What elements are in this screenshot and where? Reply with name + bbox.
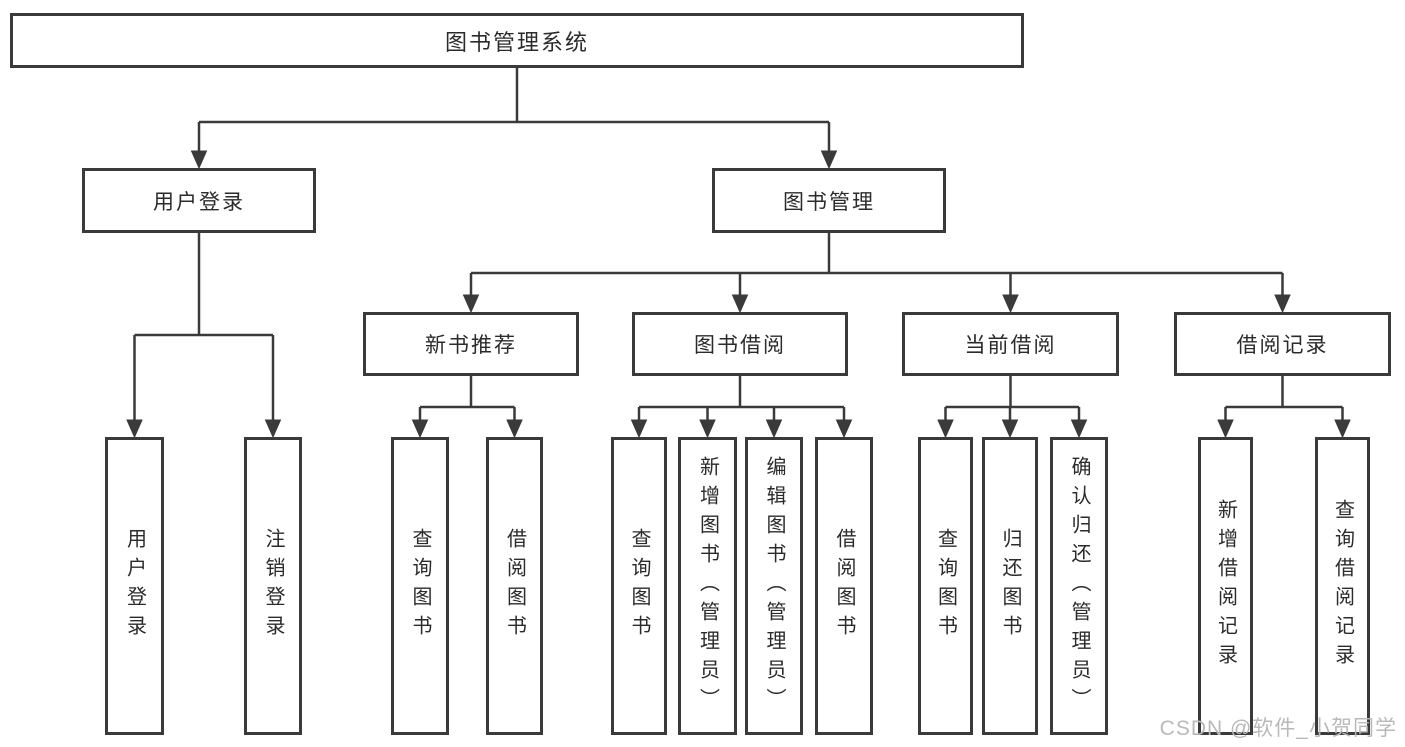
node-user-login: 用户登录: [82, 168, 316, 233]
node-user-login-label: 用户登录: [153, 190, 245, 214]
leaf-current-confirm-return-admin-label: 确认归还（管理员）: [1068, 455, 1090, 717]
leaf-user-login-label: 用户登录: [123, 528, 146, 644]
connector-book-borrowing: [630, 376, 853, 439]
leaf-logout-label: 注销登录: [262, 528, 284, 644]
connector-root: [190, 68, 838, 170]
leaf-recommend-borrow-books: 借阅图书: [486, 437, 543, 735]
leaf-current-query-books-label: 查询图书: [934, 528, 957, 644]
leaf-borrowing-query-books-label: 查询图书: [628, 528, 650, 644]
node-new-book-recommend: 新书推荐: [363, 312, 579, 376]
leaf-records-query-record-label: 查询借阅记录: [1331, 499, 1354, 673]
connector-borrowing-records: [1217, 376, 1351, 439]
node-borrowing-records-label: 借阅记录: [1236, 334, 1329, 357]
connector-book-management: [462, 233, 1291, 314]
leaf-borrowing-add-books-admin-label: 新增图书（管理员）: [696, 455, 719, 717]
node-root: 图书管理系统: [10, 13, 1024, 68]
leaf-borrowing-edit-books-admin: 编辑图书（管理员）: [745, 437, 803, 735]
leaf-borrowing-borrow-books: 借阅图书: [815, 437, 873, 735]
node-current-borrowing: 当前借阅: [902, 312, 1119, 376]
leaf-records-add-record: 新增借阅记录: [1198, 437, 1253, 735]
leaf-recommend-query-books: 查询图书: [391, 437, 449, 735]
leaf-borrowing-query-books: 查询图书: [611, 437, 667, 735]
leaf-borrowing-edit-books-admin-label: 编辑图书（管理员）: [763, 455, 785, 717]
connector-user-login: [126, 233, 282, 439]
node-borrowing-records: 借阅记录: [1174, 312, 1391, 376]
leaf-recommend-query-books-label: 查询图书: [409, 528, 431, 644]
node-book-management-label: 图书管理: [783, 190, 875, 214]
leaf-current-confirm-return-admin: 确认归还（管理员）: [1050, 437, 1108, 735]
node-root-label: 图书管理系统: [444, 29, 589, 55]
leaf-current-return-books-label: 归还图书: [999, 528, 1021, 644]
csdn-watermark: CSDN @软件_小贺同学: [1159, 717, 1397, 740]
connector-current-borrowing: [937, 376, 1088, 439]
leaf-current-return-books: 归还图书: [982, 437, 1038, 735]
leaf-recommend-borrow-books-label: 借阅图书: [503, 528, 526, 644]
node-new-book-recommend-label: 新书推荐: [425, 334, 517, 357]
leaf-user-login: 用户登录: [105, 437, 164, 735]
node-book-management: 图书管理: [712, 168, 946, 233]
node-book-borrowing-label: 图书借阅: [694, 334, 786, 357]
leaf-records-query-record: 查询借阅记录: [1315, 437, 1370, 735]
node-book-borrowing: 图书借阅: [632, 312, 848, 376]
leaf-borrowing-borrow-books-label: 借阅图书: [833, 528, 855, 644]
leaf-logout: 注销登录: [244, 437, 302, 735]
connector-new-book-recommend: [411, 376, 523, 439]
leaf-borrowing-add-books-admin: 新增图书（管理员）: [678, 437, 737, 735]
leaf-records-add-record-label: 新增借阅记录: [1214, 499, 1237, 673]
leaf-current-query-books: 查询图书: [918, 437, 973, 735]
node-current-borrowing-label: 当前借阅: [964, 334, 1057, 357]
